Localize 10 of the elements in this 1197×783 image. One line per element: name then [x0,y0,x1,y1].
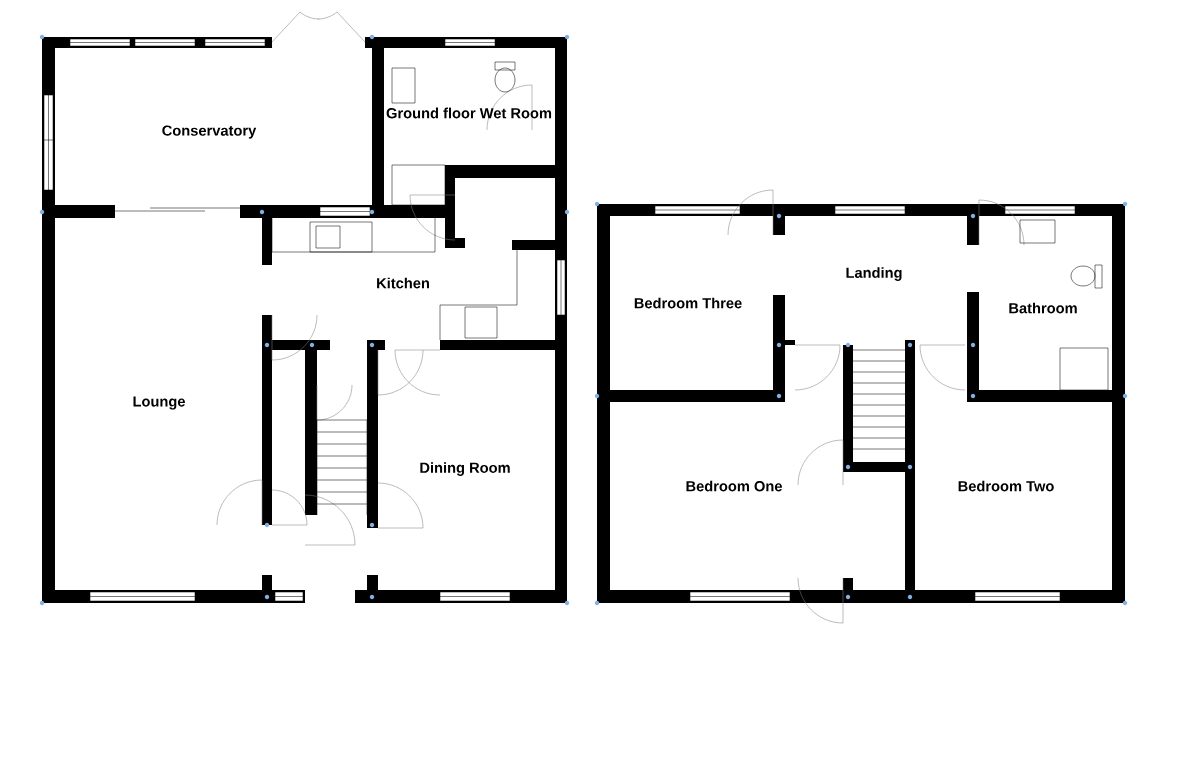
room-label: Kitchen [377,277,429,289]
room-label: Bedroom Three [634,297,742,309]
room-label: Bedroom One [686,480,782,492]
room-label: Lounge [133,396,185,410]
room-label: Bathroom [1009,302,1077,314]
room-label: Bedroom Two [958,480,1054,492]
room-label: Ground floor Wet Room [386,107,552,119]
room-label: Conservatory [162,125,257,139]
room-label: Landing [846,267,902,281]
room-label: Dining Room [420,462,510,476]
